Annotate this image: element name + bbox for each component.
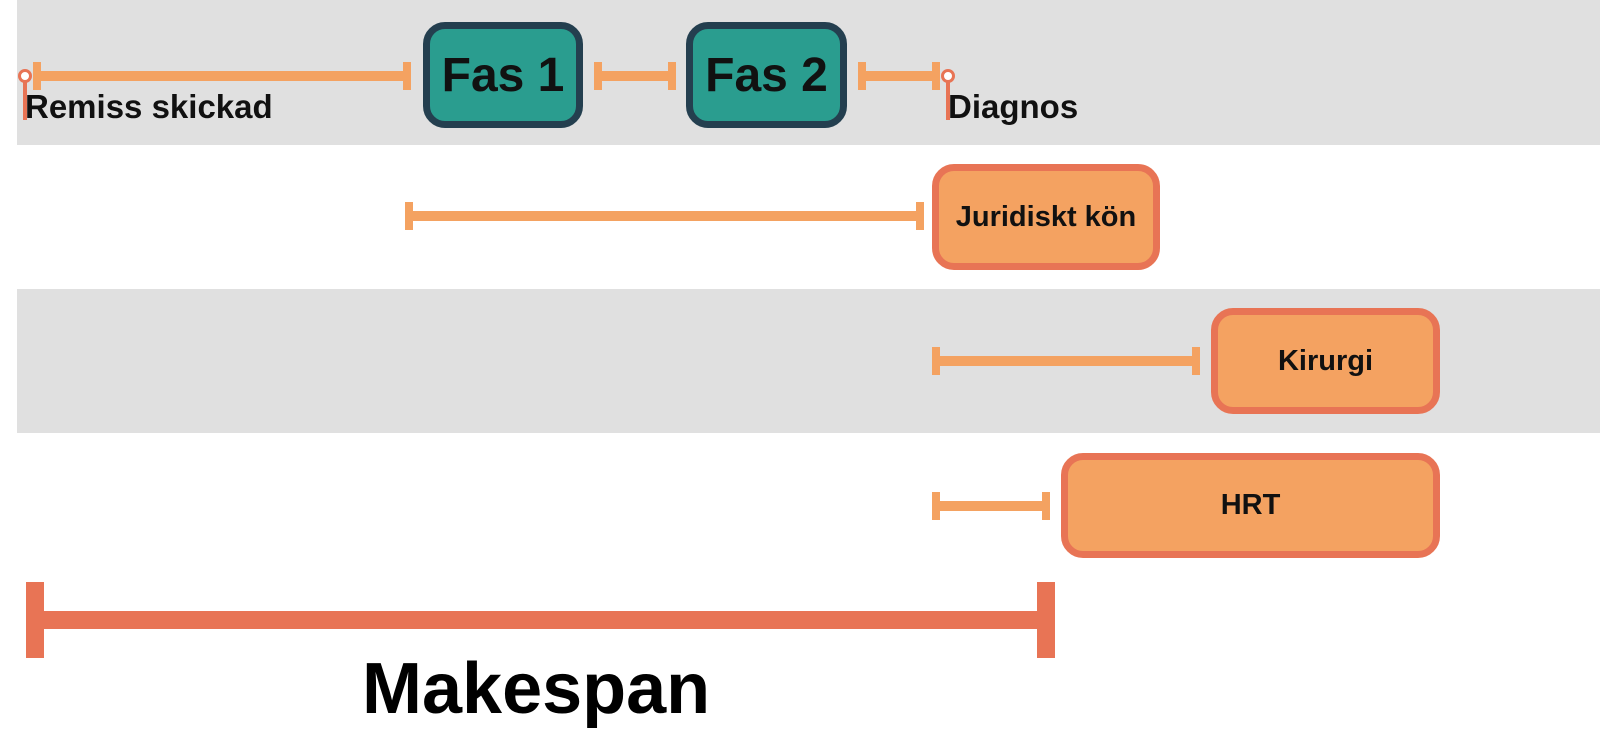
diagnosis-milestone-stem — [946, 76, 950, 120]
start-milestone-stem — [23, 76, 27, 120]
makespan-cap-left — [26, 582, 44, 658]
diagnosis-milestone-marker — [941, 69, 955, 83]
makespan-cap-right — [1037, 582, 1055, 658]
phase-fas-1: Fas 1 — [423, 22, 583, 128]
task-hrt: HRT — [1061, 453, 1440, 558]
start-milestone-label: Remiss skickad — [25, 88, 273, 125]
connector-fas2-diagnos — [862, 71, 940, 81]
connector-juridiskt-kon — [409, 211, 921, 221]
connector-start-fas1 — [37, 71, 411, 81]
connector-kirurgi — [936, 356, 1196, 366]
connector-hrt — [936, 501, 1046, 511]
connector-cap — [403, 62, 411, 90]
connector-cap — [668, 62, 676, 90]
connector-cap — [1192, 347, 1200, 375]
task-juridiskt-kon: Juridiskt kön — [932, 164, 1160, 270]
task-kirurgi: Kirurgi — [1211, 308, 1440, 414]
makespan-bar — [40, 611, 1040, 629]
phase-fas-2: Fas 2 — [686, 22, 847, 128]
connector-cap — [916, 202, 924, 230]
diagnosis-milestone-label: Diagnos — [948, 88, 1079, 125]
makespan-label: Makespan — [362, 649, 711, 729]
connector-cap — [1042, 492, 1050, 520]
start-milestone-marker — [18, 69, 32, 83]
connector-fas1-fas2 — [598, 71, 674, 81]
connector-cap — [932, 62, 940, 90]
